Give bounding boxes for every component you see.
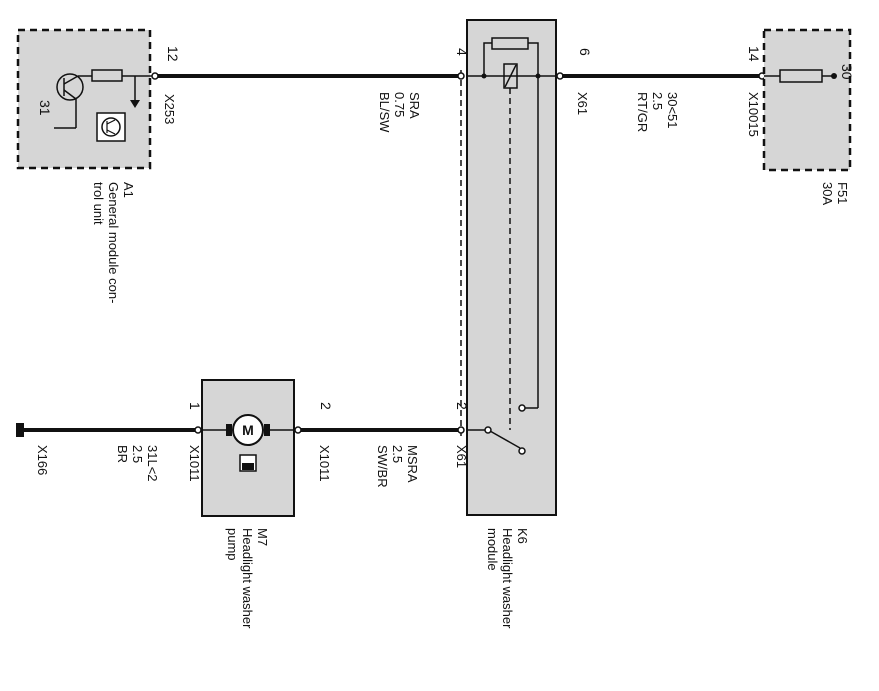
wire-msra-signal: MSRA: [405, 445, 420, 483]
wire-k30-signal: 30<51: [665, 92, 680, 129]
x166-label: X166: [35, 445, 50, 475]
ground-terminal-icon: [16, 423, 24, 437]
x61-bottom-label: X61: [454, 445, 469, 468]
m7-id: M7: [255, 528, 270, 546]
wire-gnd-gauge: 2.5: [130, 445, 145, 463]
connector-x1011-pin2-icon: [294, 426, 302, 434]
wire-k30-color: RT/GR: [635, 92, 650, 132]
x61-pin-right: 6: [577, 48, 593, 56]
m7-name-line1: Headlight washer: [240, 528, 255, 629]
wire-sra-color: BL/SW: [377, 92, 392, 133]
a1-name-line1: General module con-: [106, 182, 121, 303]
a1-box: [16, 28, 152, 170]
connector-x61-pin4-icon: [457, 72, 465, 80]
x253-pin: 12: [165, 46, 181, 62]
m7-name-line2: pump: [225, 528, 240, 561]
f51-box: [762, 28, 852, 172]
m7-box: [201, 379, 295, 517]
wire-k30-gauge: 2.5: [650, 92, 665, 110]
x10015-pin: 14: [746, 46, 762, 62]
a1-ground-pin: 31: [37, 100, 53, 116]
k6-id: K6: [515, 528, 530, 544]
x61-bottom-pin: 2: [454, 402, 470, 410]
wire-gnd-color: BR: [115, 445, 130, 463]
x61-top-label: X61: [575, 92, 590, 115]
x10015-label: X10015: [746, 92, 761, 137]
ic-chip-icon: [96, 112, 126, 142]
wire-sra-gauge: 0.75: [392, 92, 407, 117]
a1-name-line2: trol unit: [91, 182, 106, 225]
x61-pin-left: 4: [454, 48, 470, 56]
m7-headlight-washer-pump: M: [201, 379, 295, 517]
motor-icon: M: [226, 414, 270, 446]
connector-x253-icon: [151, 72, 159, 80]
x253-label: X253: [162, 94, 177, 124]
relay-switch-icon: [466, 404, 538, 455]
k6-headlight-washer-module: [466, 19, 557, 516]
transistor-icon: [54, 73, 92, 129]
x1011-left-label: X1011: [187, 445, 202, 482]
f51-pin: 30: [839, 64, 855, 80]
motor-symbol: M: [242, 422, 254, 438]
connector-x61-pin2-icon: [457, 426, 465, 434]
k6-box: [466, 19, 557, 516]
a1-id: A1: [121, 182, 136, 198]
x1011-right-pin: 2: [318, 402, 334, 410]
k6-name-line1: Headlight washer: [500, 528, 515, 629]
f51-fuse-unit: [762, 28, 852, 172]
x1011-left-pin: 1: [187, 402, 203, 410]
wire-gnd-signal: 31L<2: [145, 445, 160, 482]
wire-msra-color: SW/BR: [375, 445, 390, 488]
pump-icon: [239, 454, 257, 472]
wire-msra-gauge: 2.5: [390, 445, 405, 463]
f51-rating: 30A: [820, 182, 835, 205]
a1-general-module: 31: [16, 28, 152, 170]
fuse-terminal-icon: [831, 73, 837, 79]
f51-id: F51: [835, 182, 850, 204]
x1011-right-label: X1011: [317, 445, 332, 482]
wire-sra-signal: SRA: [407, 92, 422, 119]
connector-x1011-pin1-icon: [194, 426, 202, 434]
k6-name-line2: module: [485, 528, 500, 571]
ground-arrow-icon: [130, 76, 140, 108]
